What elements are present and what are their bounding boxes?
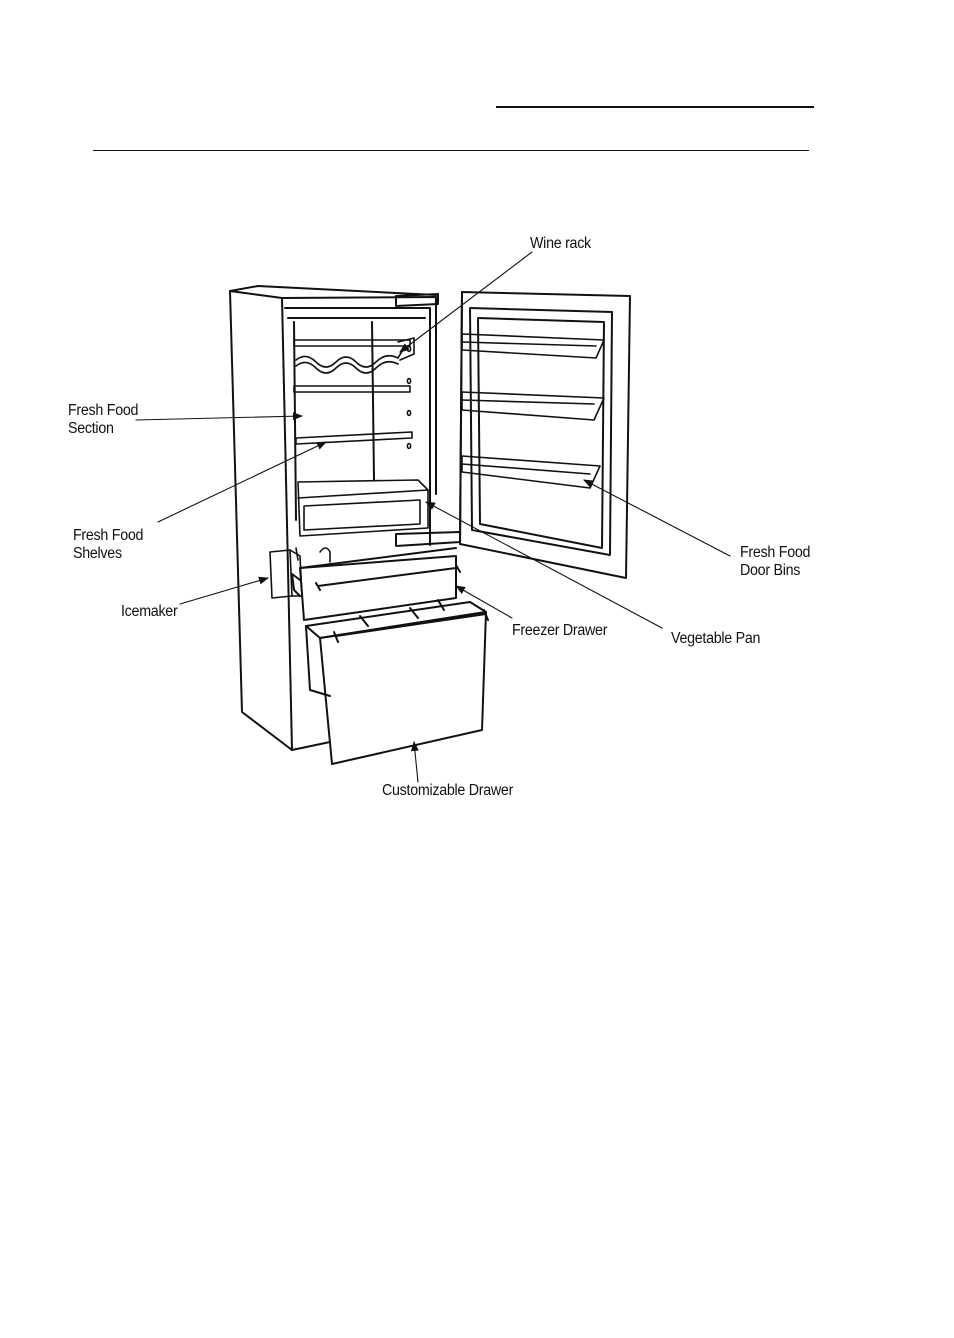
label-fresh-food-section-line1: Fresh Food bbox=[68, 402, 139, 419]
leader-lines bbox=[135, 251, 731, 783]
label-fresh-food-section: Fresh Food Section bbox=[68, 402, 138, 438]
label-customizable-drawer: Customizable Drawer bbox=[382, 782, 514, 799]
label-wine-rack: Wine rack bbox=[530, 235, 591, 252]
label-vegetable-pan: Vegetable Pan bbox=[671, 630, 761, 647]
fresh-food-shelves bbox=[293, 339, 413, 445]
refrigerator-door bbox=[395, 291, 631, 579]
label-fresh-food-shelves-line2: Shelves bbox=[73, 545, 122, 562]
label-fresh-food-door-bins: Fresh Food Door Bins bbox=[740, 544, 810, 580]
label-freezer-drawer: Freezer Drawer bbox=[512, 622, 608, 639]
label-fresh-food-shelves: Fresh Food Shelves bbox=[73, 527, 143, 563]
label-fresh-food-shelves-line1: Fresh Food bbox=[73, 527, 144, 544]
label-fresh-food-door-bins-line1: Fresh Food bbox=[740, 544, 811, 561]
cabinet bbox=[229, 285, 437, 751]
vegetable-pan bbox=[297, 479, 429, 537]
wine-rack bbox=[295, 337, 415, 374]
header-rule-short bbox=[496, 106, 814, 108]
door-bins bbox=[461, 333, 605, 489]
header-rule-long bbox=[93, 150, 809, 151]
customizable-drawer bbox=[305, 599, 489, 765]
label-fresh-food-section-line2: Section bbox=[68, 420, 114, 437]
label-icemaker: Icemaker bbox=[121, 603, 178, 620]
label-fresh-food-door-bins-line2: Door Bins bbox=[740, 562, 801, 579]
freezer-drawer bbox=[291, 547, 461, 621]
shelf-holes bbox=[406, 345, 412, 450]
